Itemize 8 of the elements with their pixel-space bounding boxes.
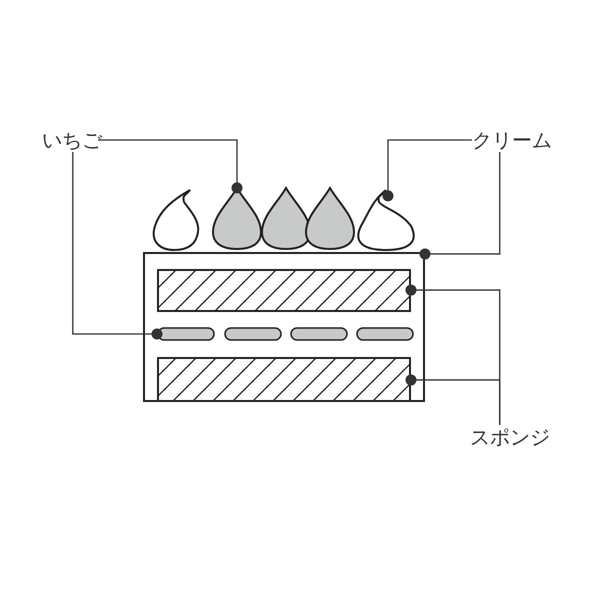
callout-label: スポンジ	[470, 425, 550, 449]
leader-line	[98, 139, 242, 194]
callout-label: クリーム	[472, 128, 552, 152]
leader-line	[406, 374, 500, 425]
callout-label: いちご	[42, 128, 102, 152]
leader-line	[382, 139, 472, 202]
leader-line	[420, 152, 500, 260]
leader-line	[72, 152, 162, 340]
